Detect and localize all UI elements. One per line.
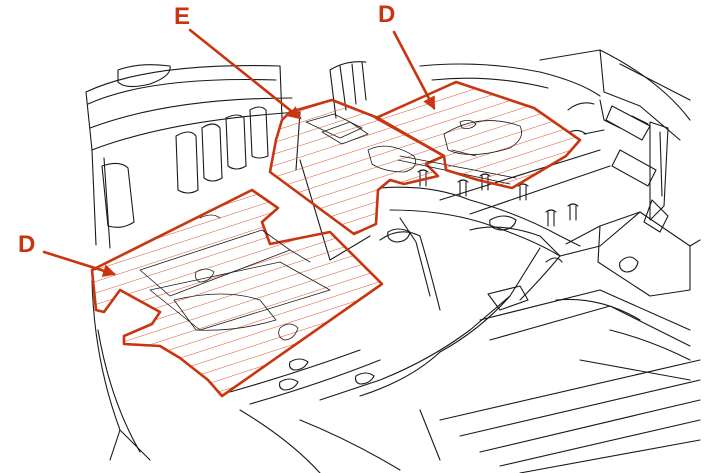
callout-d-left-label: D — [18, 231, 35, 258]
floor-mat-e — [268, 98, 517, 236]
callout-d-left-arrow — [42, 250, 117, 277]
callout-e-label: E — [174, 3, 190, 30]
callout-d-right-label: D — [378, 1, 395, 28]
mounting-posts — [417, 169, 579, 227]
callout-d-left: D — [18, 231, 117, 277]
callout-e: E — [174, 3, 302, 120]
callout-d-right: D — [378, 1, 436, 110]
floor-mat-d-left — [90, 188, 384, 398]
callout-d-right-arrow — [392, 30, 436, 110]
callout-e-arrow — [188, 28, 302, 120]
